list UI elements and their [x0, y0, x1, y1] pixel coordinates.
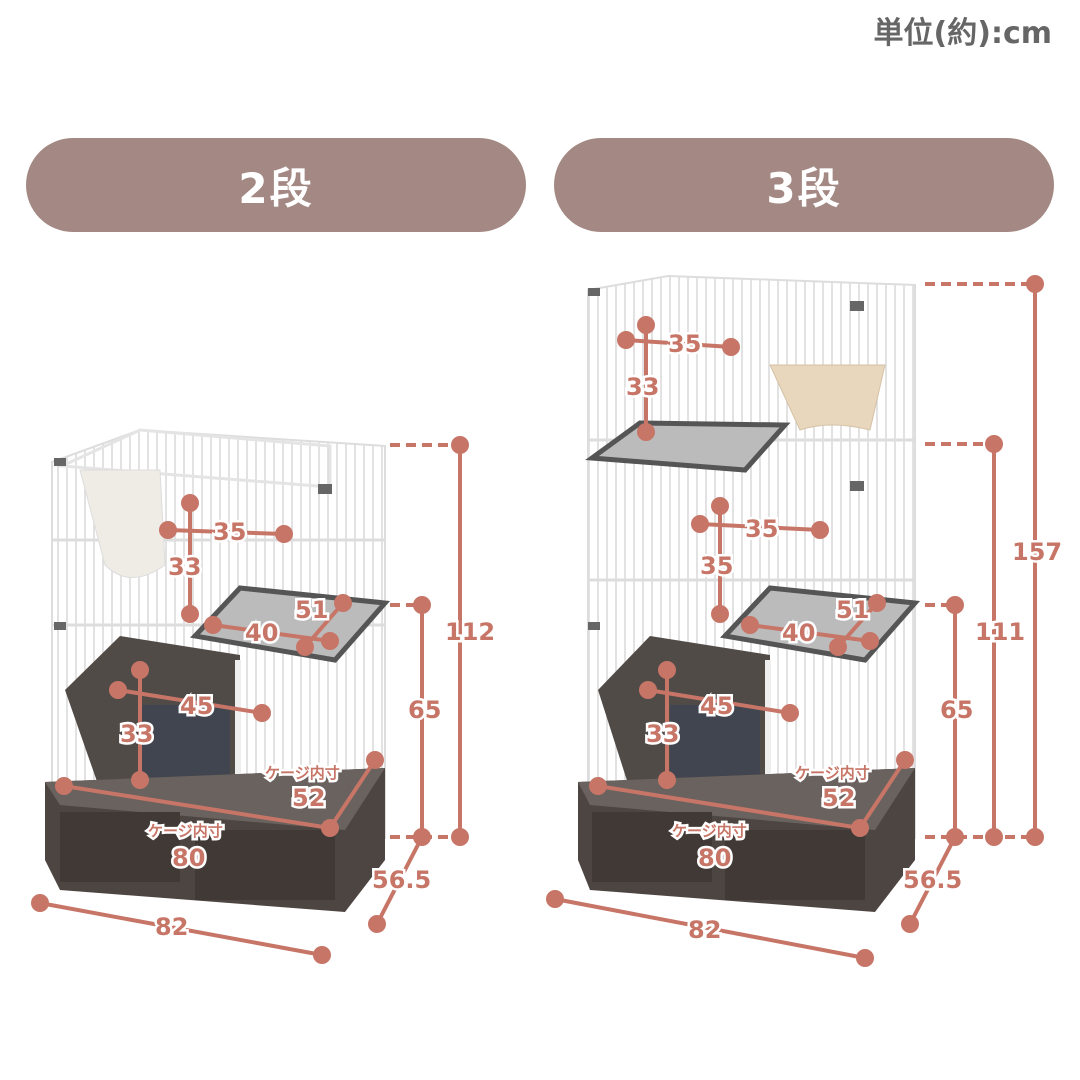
- shelf-width-label: 40: [782, 619, 815, 647]
- width-label: 82: [155, 913, 188, 941]
- total-height-label: 157: [1012, 538, 1062, 566]
- dimension-labels-2-tier: 35 33 51 40 45 33 ケージ内寸 52 ケージ内寸 80 112 …: [118, 516, 498, 944]
- dimension-lines-2-tier: [31, 436, 469, 964]
- litter-width-label: 45: [180, 692, 213, 720]
- base-to-shelf-label: 65: [408, 696, 441, 724]
- litter-width-label: 45: [700, 692, 733, 720]
- inner-depth-label: 52: [292, 784, 325, 812]
- shelf-depth-label: 51: [836, 596, 869, 624]
- litter-height-label: 33: [646, 720, 679, 748]
- door-width-label: 35: [745, 515, 778, 543]
- top-door-width-label: 35: [668, 330, 701, 358]
- cage-2-tier: [45, 428, 391, 912]
- door-height-label: 33: [168, 553, 201, 581]
- width-label: 82: [688, 916, 721, 944]
- depth-label: 56.5: [903, 866, 962, 894]
- inner-width-label: 80: [698, 844, 731, 872]
- litter-height-label: 33: [120, 720, 153, 748]
- door-height-label: 35: [700, 552, 733, 580]
- inner-width-caption: ケージ内寸: [672, 822, 747, 840]
- model-3-tier-label: 3段: [554, 138, 1054, 232]
- dimension-lines-3-tier: [546, 275, 1044, 967]
- inner-width-label: 80: [172, 844, 205, 872]
- inner-width-caption: ケージ内寸: [148, 822, 223, 840]
- depth-label: 56.5: [372, 866, 431, 894]
- top-door-height-label: 33: [626, 373, 659, 401]
- total-height-label: 112: [445, 618, 495, 646]
- shelf-depth-label: 51: [295, 596, 328, 624]
- model-2-tier-label: 2段: [26, 138, 526, 232]
- shelf-width-label: 40: [245, 619, 278, 647]
- cage-3-tier: [578, 274, 921, 912]
- mid-height-label: 111: [975, 618, 1025, 646]
- inner-depth-label: 52: [822, 784, 855, 812]
- door-width-label: 35: [213, 518, 246, 546]
- base-to-shelf-label: 65: [940, 696, 973, 724]
- dimension-labels-3-tier: 35 33 35 35 51 40 45 33 ケージ内寸 52 ケージ内寸 8…: [624, 328, 1065, 947]
- inner-depth-caption: ケージ内寸: [795, 764, 870, 782]
- unit-label: 単位(約):cm: [873, 16, 1052, 51]
- inner-depth-caption: ケージ内寸: [265, 764, 340, 782]
